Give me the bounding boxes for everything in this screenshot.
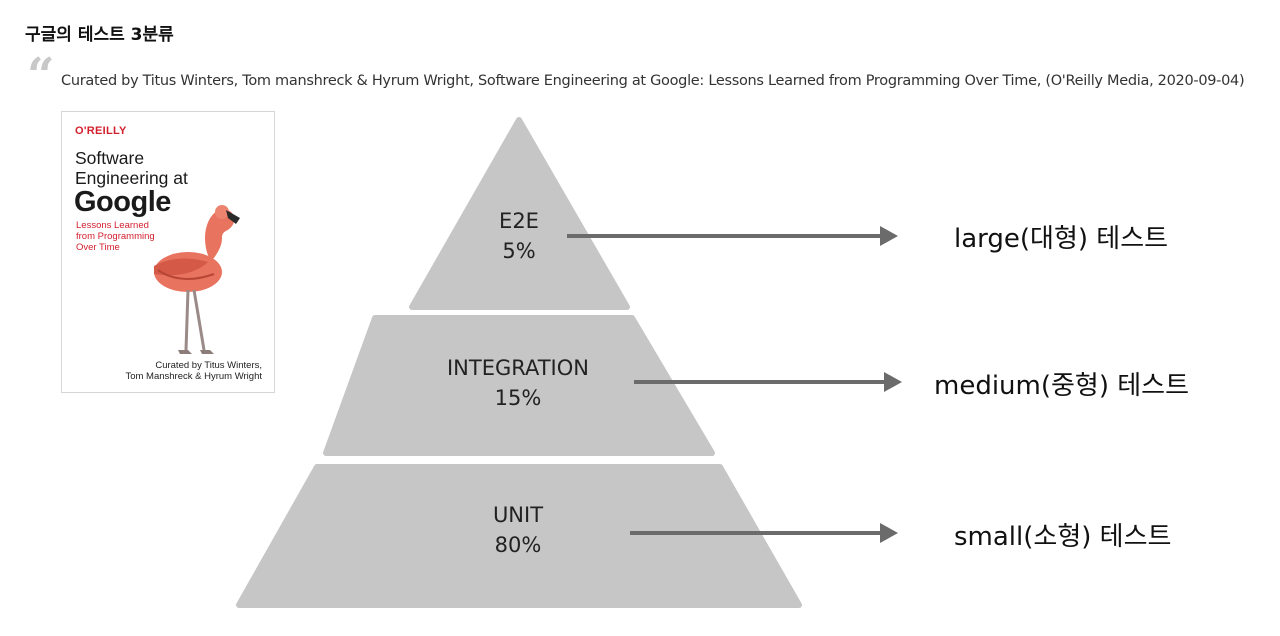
book-authors-line2: Tom Manshreck & Hyrum Wright <box>125 371 262 382</box>
tier-e2e-percent: 5% <box>502 239 536 263</box>
page-title: 구글의 테스트 3분류 <box>25 25 174 45</box>
book-authors-line1: Curated by Titus Winters, <box>155 360 262 371</box>
book-subtitle-line1: Lessons Learned <box>76 220 149 231</box>
arrow-integration <box>634 372 902 392</box>
tier-unit-percent: 80% <box>494 533 542 557</box>
book-subtitle-line3: Over Time <box>76 242 120 253</box>
book-cover: O'REILLY Software Engineering at Google … <box>61 111 275 393</box>
tier-integration-name: INTEGRATION <box>446 356 589 380</box>
tier-unit <box>236 464 802 608</box>
book-title-line3: Google <box>74 186 171 218</box>
tier-integration-label: INTEGRATION 15% <box>418 353 618 413</box>
test-size-medium: medium(중형) 테스트 <box>934 371 1190 401</box>
test-size-large: large(대형) 테스트 <box>954 224 1169 254</box>
book-title-line1: Software <box>75 148 145 168</box>
book-title-line2: Engineering at <box>75 168 188 188</box>
arrow-unit <box>630 523 898 543</box>
quote-icon: “ <box>27 48 55 104</box>
tier-integration <box>323 315 715 456</box>
test-size-small: small(소형) 테스트 <box>954 522 1172 552</box>
book-publisher: O'REILLY <box>75 125 127 137</box>
book-subtitle: Lessons Learned from Programming Over Ti… <box>76 220 176 253</box>
book-authors: Curated by Titus Winters, Tom Manshreck … <box>125 360 262 382</box>
tier-integration-percent: 15% <box>494 386 542 410</box>
tier-e2e-name: E2E <box>499 209 539 233</box>
flamingo-illustration <box>154 205 240 354</box>
tier-unit-label: UNIT 80% <box>448 500 588 560</box>
citation-text: Curated by Titus Winters, Tom manshreck … <box>61 73 1245 89</box>
tier-e2e <box>409 117 630 310</box>
tier-e2e-label: E2E 5% <box>469 206 569 266</box>
arrow-e2e <box>567 226 898 246</box>
book-subtitle-line2: from Programming <box>76 231 155 242</box>
tier-unit-name: UNIT <box>492 503 544 527</box>
